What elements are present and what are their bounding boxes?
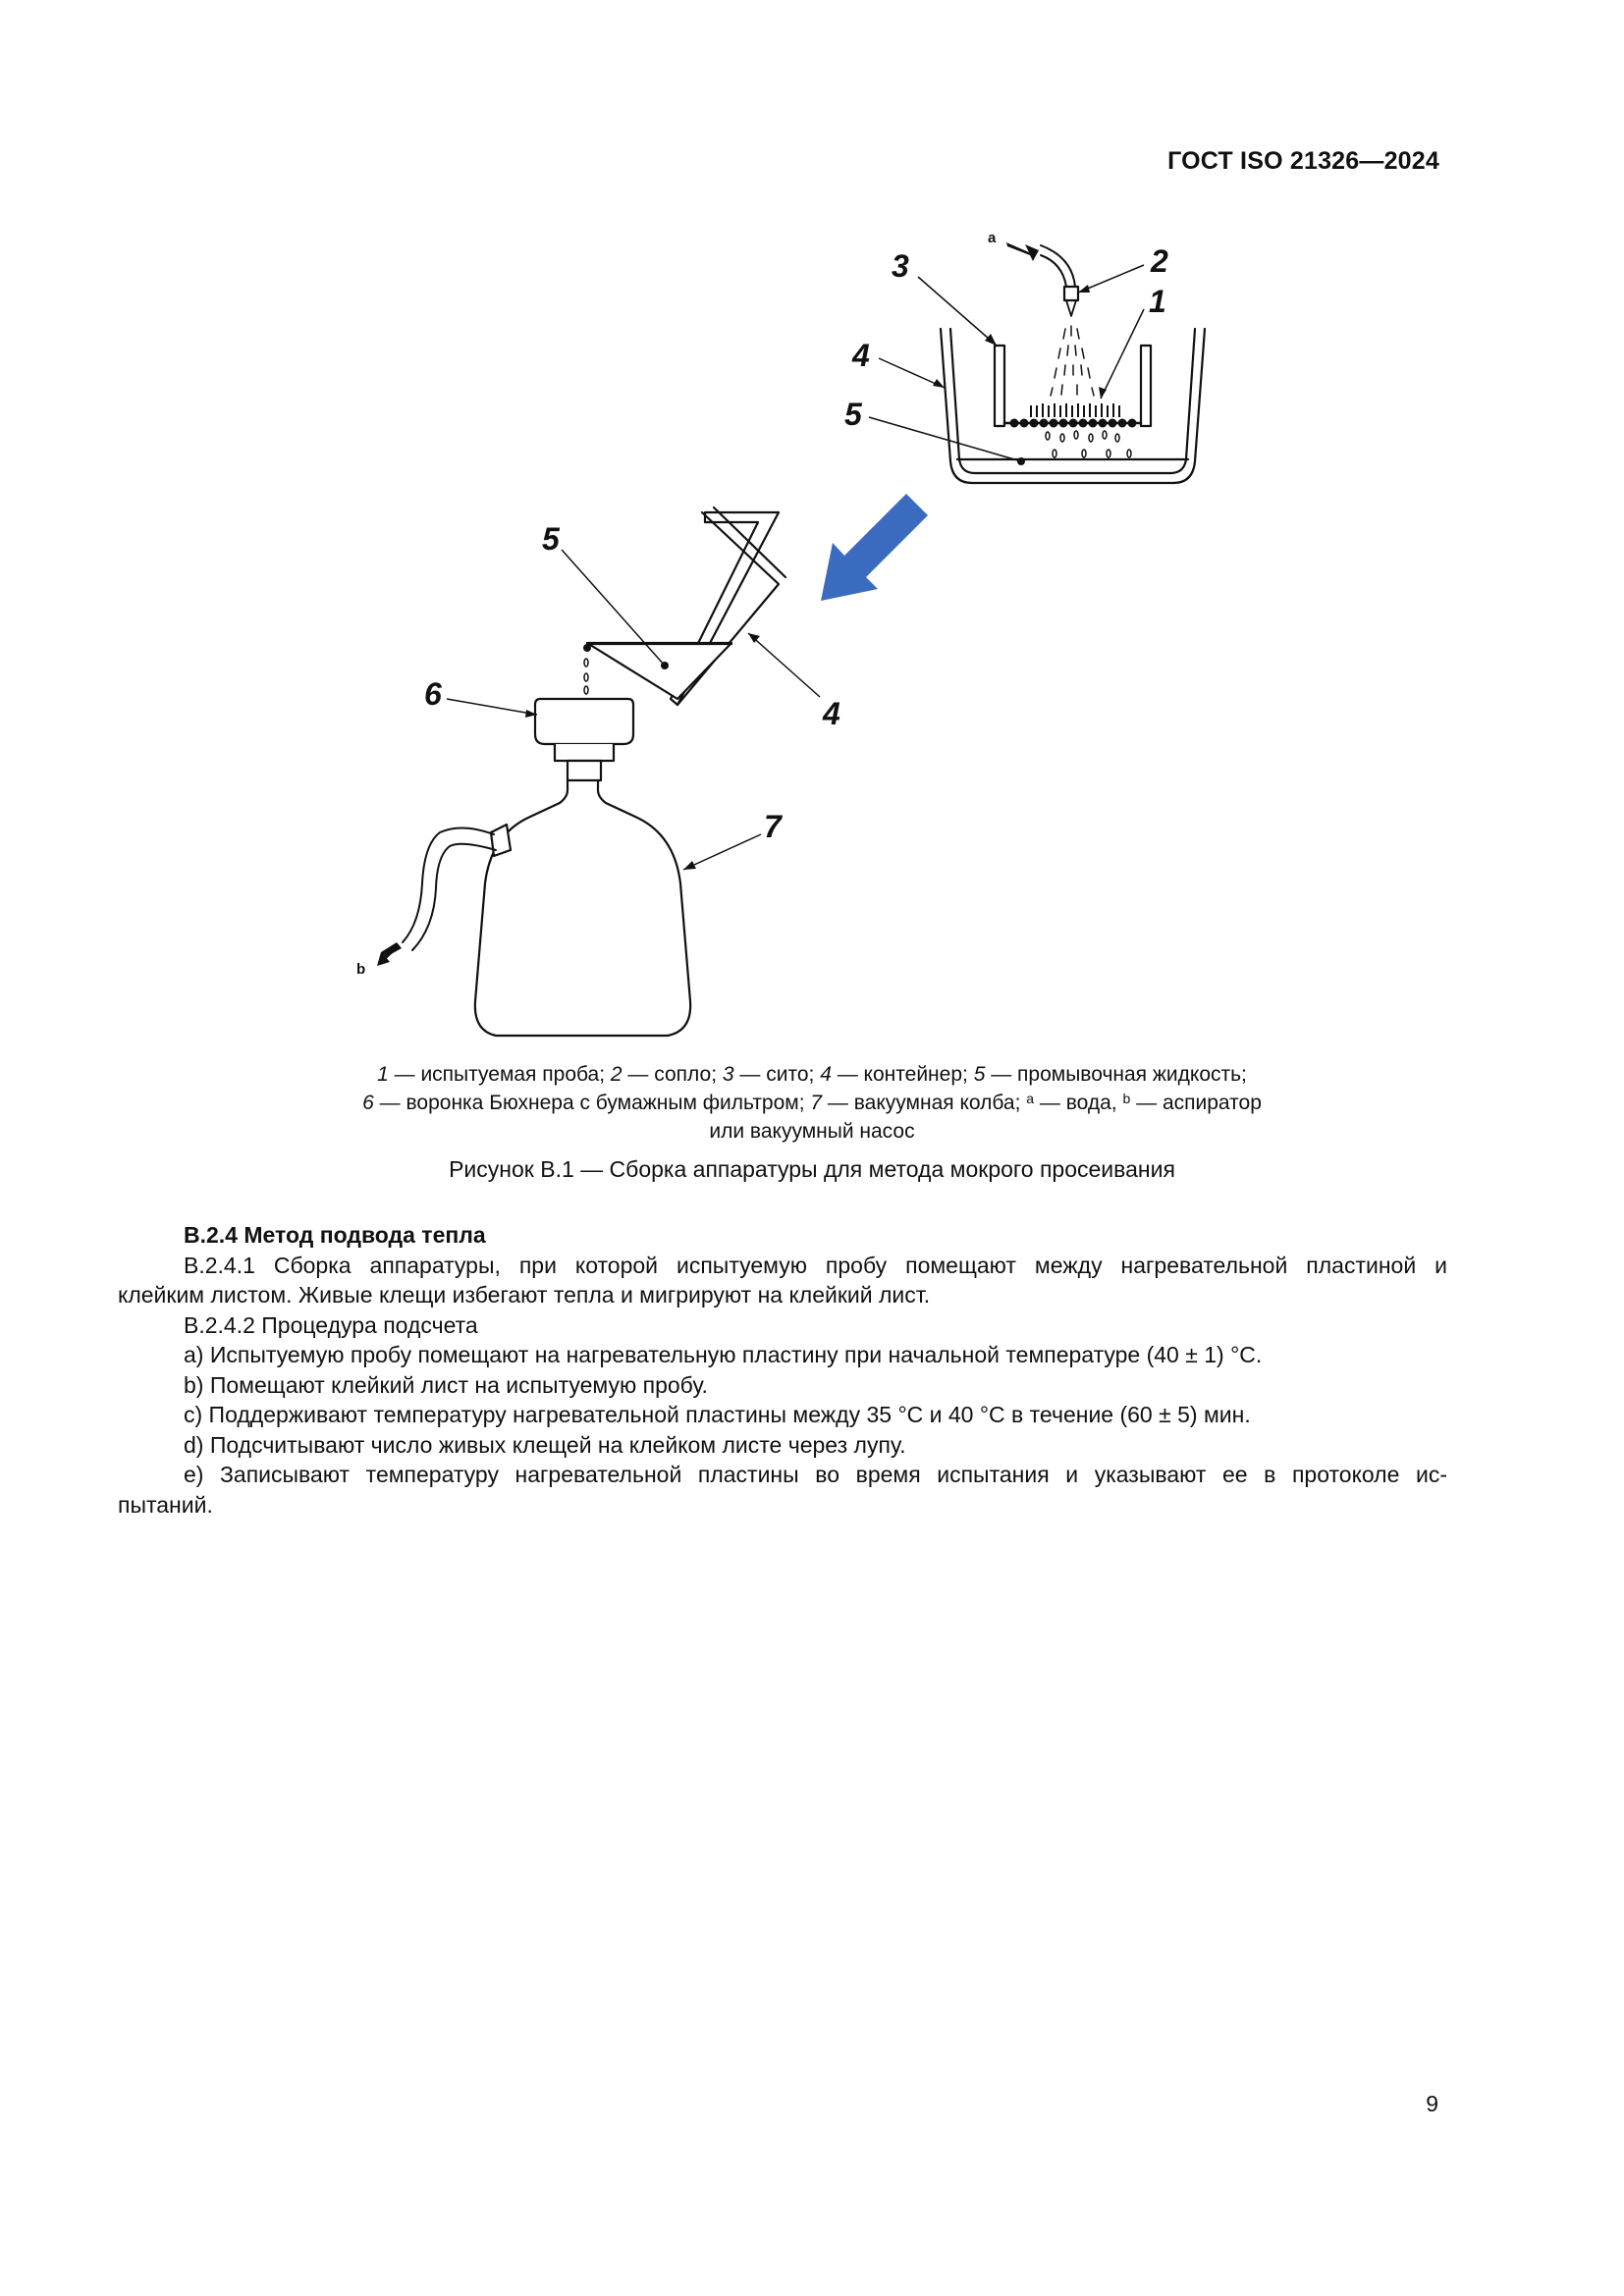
page-number: 9	[1426, 2091, 1438, 2116]
vacuum-flask	[473, 778, 692, 1038]
list-item-e-line2: пытаний.	[118, 1491, 213, 1518]
list-item-b: b) Помещают клейкий лист на испытуемую п…	[184, 1371, 708, 1398]
figure-legend: 1 — испытуемая проба; 2 — сопло; 3 — сит…	[0, 1060, 1624, 1146]
label-4-top: 4	[851, 338, 870, 373]
legend-line-2: 6 — воронка Бюхнера с бумажным фильтром;…	[362, 1091, 1262, 1114]
drips	[1045, 430, 1132, 458]
label-1: 1	[1149, 284, 1166, 319]
side-arm	[489, 823, 513, 858]
label-b: b	[356, 961, 365, 978]
sieve-beads	[1009, 418, 1137, 428]
inlet-arrow	[1006, 242, 1039, 261]
label-5-top: 5	[844, 397, 863, 432]
nozzle	[1062, 285, 1080, 302]
list-item-a: a) Испытуемую пробу помещают на нагреват…	[184, 1342, 1263, 1367]
legend-line-1: 1 — испытуемая проба; 2 — сопло; 3 — сит…	[377, 1063, 1247, 1086]
sieve-left-wall	[993, 344, 1006, 428]
label-7: 7	[764, 809, 784, 844]
document-header: ГОСТ ISO 21326—2024	[1167, 147, 1439, 175]
label-4-mid: 4	[822, 696, 840, 731]
label-3: 3	[892, 248, 909, 284]
paragraph-b241-line2: клейким листом. Живые клещи избегают теп…	[118, 1282, 931, 1308]
section-b24: B.2.4 Метод подвода тепла B.2.4.1 Сборка…	[118, 1220, 1447, 1520]
spray	[1050, 325, 1095, 397]
list-item-e-line1: e) Записывают температуру нагревательной…	[184, 1462, 1447, 1487]
legend-line-3: или вакуумный насос	[709, 1120, 915, 1143]
container-top	[939, 327, 1207, 485]
label-5-mid: 5	[542, 521, 561, 557]
liquid-wedge	[585, 641, 733, 701]
buchner-funnel	[533, 697, 635, 746]
outlet-arrow-line	[381, 943, 400, 961]
list-item-d: d) Подсчитывают число живых клещей на кл…	[184, 1431, 906, 1458]
flow-arrow	[821, 494, 928, 601]
section-title: B.2.4 Метод подвода тепла	[184, 1222, 486, 1248]
figure-caption: Рисунок B.1 — Сборка аппаратуры для мето…	[449, 1156, 1175, 1182]
paragraph-b242: B.2.4.2 Процедура подсчета	[184, 1311, 478, 1338]
label-a: a	[988, 230, 997, 246]
list-item-c: c) Поддерживают температуру нагревательн…	[184, 1402, 1251, 1427]
test-sample	[1030, 403, 1120, 417]
funnel-drips	[583, 658, 589, 695]
label-6: 6	[424, 676, 442, 712]
suction-hose	[402, 827, 495, 943]
apparatus-figure: 3 2 1 4 5 5 4 6 7 a b	[356, 230, 1207, 1038]
hose-to-nozzle	[1040, 244, 1076, 288]
label-2: 2	[1150, 243, 1168, 279]
sieve-right-wall	[1139, 344, 1153, 428]
paragraph-b241-line1: B.2.4.1 Сборка аппаратуры, при которой и…	[184, 1252, 1447, 1278]
